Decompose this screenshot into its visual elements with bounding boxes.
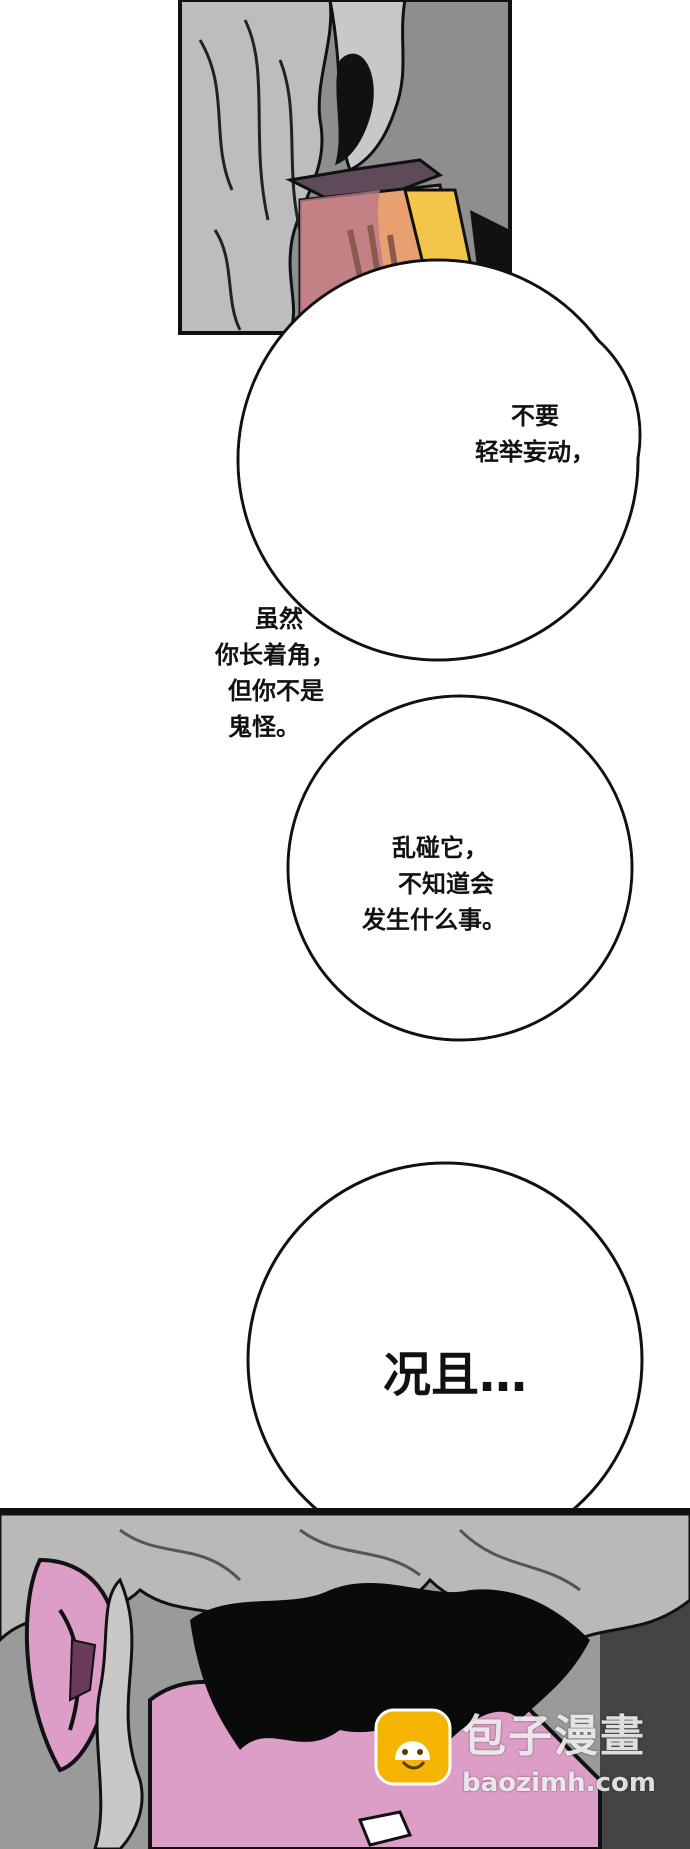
bubble-2-line-4: 鬼怪。 [228, 713, 300, 741]
speech-bubble-2-text: 虽然 你长着角， 但你不是 鬼怪。 [215, 601, 415, 745]
bubble-2-line-1: 虽然 [255, 605, 303, 633]
speech-bubble-1-text: 不要 轻举妄动， [455, 398, 615, 470]
bubble-3-line-3: 发生什么事。 [362, 906, 506, 934]
bubble-3-line-2: 不知道会 [398, 870, 494, 898]
speech-bubble-cluster-fill [239, 261, 639, 1039]
watermark-logo [374, 1708, 452, 1786]
speech-bubble-3-text: 乱碰它， 不知道会 发生什么事。 [350, 830, 550, 938]
bubble-2-line-3: 但你不是 [228, 677, 324, 705]
bubble-3-line-1: 乱碰它， [392, 834, 488, 862]
bottom-panel [0, 1508, 690, 1849]
watermark-url: baozimh.com [462, 1768, 656, 1798]
bubble-2-line-2: 你长着角， [215, 641, 335, 669]
watermark-name: 包子漫畫 [462, 1711, 646, 1762]
bubble-1-line-2: 轻举妄动， [475, 438, 595, 466]
bubble-1-line-1: 不要 [511, 402, 559, 430]
speech-bubble-4-text: 况且… [382, 1347, 527, 1403]
